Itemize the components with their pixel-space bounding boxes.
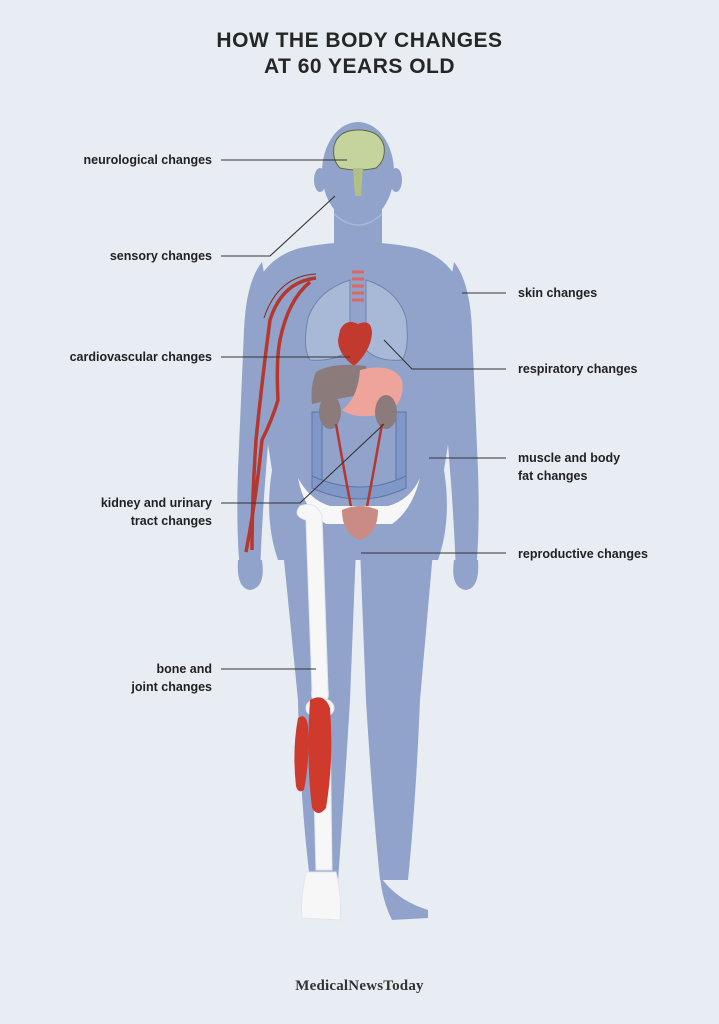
label-kidney-line-2: tract changes: [130, 514, 212, 528]
label-muscle-line-2: fat changes: [518, 469, 588, 483]
label-bone-line-1: bone and: [156, 662, 212, 676]
title-line-1: HOW THE BODY CHANGES: [216, 29, 503, 52]
trachea: [352, 270, 364, 302]
ureter-right: [364, 423, 384, 513]
label-cardiovascular-changes: cardiovascular changes: [69, 350, 212, 364]
liver: [311, 364, 368, 404]
arm-vessel-shadow: [263, 273, 317, 319]
brain-stem: [353, 168, 363, 196]
label-muscle-line-1: muscle and body: [518, 451, 621, 465]
kidney-left: [319, 395, 341, 429]
label-bone-line-2: joint changes: [131, 680, 212, 694]
title-line-2: AT 60 YEARS OLD: [263, 55, 456, 78]
intestines: [311, 411, 407, 500]
label-muscle-body-fat-changes: muscle and body fat changes: [518, 449, 620, 485]
bladder: [342, 506, 378, 540]
ureter-left: [334, 423, 354, 513]
kidney-right: [375, 395, 397, 429]
label-kidney-line-1: kidney and urinary: [100, 496, 212, 510]
label-respiratory-changes: respiratory changes: [518, 362, 638, 376]
brand-logo: MedicalNewsToday: [295, 978, 424, 994]
label-sensory-changes: sensory changes: [109, 249, 212, 263]
label-kidney-urinary-changes: kidney and urinary tract changes: [101, 494, 212, 530]
leader-lines: [221, 159, 506, 670]
label-bone-joint-changes: bone and joint changes: [131, 660, 212, 696]
label-neurological-changes: neurological changes: [83, 153, 212, 167]
heart: [338, 322, 372, 366]
brain: [333, 129, 385, 171]
arm-blood-vessels: [244, 276, 317, 553]
label-skin-changes: skin changes: [518, 286, 598, 300]
label-reproductive-changes: reproductive changes: [518, 547, 648, 561]
neck-outline: [333, 213, 383, 226]
pelvis: [298, 478, 420, 524]
page-title: HOW THE BODY CHANGES AT 60 YEARS OLD: [0, 28, 719, 80]
leg-muscles: [294, 697, 332, 813]
